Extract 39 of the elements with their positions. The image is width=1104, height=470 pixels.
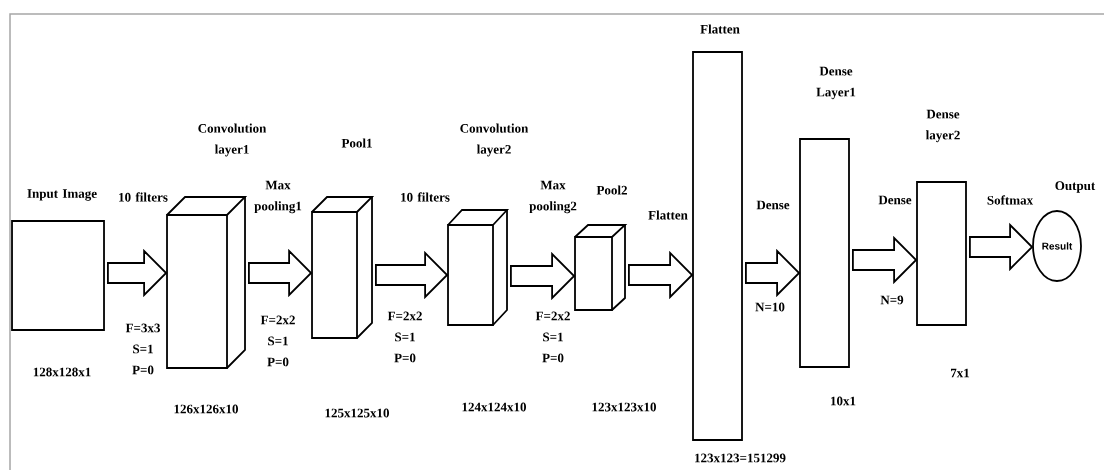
edge-label: Max pooling2 [529, 180, 577, 214]
layer-title: Dense Layer1 [816, 66, 856, 100]
layer-title: Convolution layer1 [198, 123, 267, 157]
block-arrow [248, 248, 313, 298]
size-label: 128x128x1 [33, 367, 91, 377]
layer-title: Dense layer2 [925, 109, 960, 143]
block-arrow [628, 250, 694, 300]
size-label: 126x126x10 [174, 404, 238, 414]
layer-title: Flatten [700, 24, 740, 34]
layer-title: Convolution layer2 [460, 123, 529, 157]
parameter-text: 10 filters [401, 192, 450, 202]
parameter-text: F=2x2 S=1 P=0 [535, 311, 570, 363]
parameter-text: 124x124x10 [462, 402, 526, 412]
parameter-text: 123x123x10 [592, 402, 656, 412]
block-arrow [969, 222, 1034, 272]
block-arrow [375, 250, 449, 300]
layer-title: Pool1 [341, 138, 372, 148]
edge-label: Dense [756, 200, 790, 210]
block-arrow [745, 248, 801, 298]
parameter-text: 10 filters [119, 192, 168, 202]
block-arrow [107, 248, 168, 298]
size-label: 123x123=151299 [695, 453, 786, 463]
edge-label: Softmax [987, 195, 1034, 205]
parameter-text: N=10 [755, 302, 785, 312]
size-label: 7x1 [951, 368, 970, 378]
size-label: 10x1 [831, 396, 856, 406]
edge-label: Max pooling1 [254, 180, 302, 214]
parameter-text: F=2x2 S=1 P=0 [387, 311, 422, 363]
edge-label: Dense [878, 195, 912, 205]
edge-label: Flatten [648, 210, 688, 220]
layer-title: Input Image [27, 189, 97, 201]
parameter-text: F=3x3 S=1 P=0 [125, 323, 160, 375]
parameter-text: F=2x2 S=1 P=0 [260, 315, 295, 367]
block-arrow [510, 251, 576, 301]
parameter-text: N=9 [880, 295, 904, 305]
block-arrow [852, 235, 918, 285]
parameter-text: 125x125x10 [325, 408, 389, 418]
size-label: Output [1055, 181, 1096, 193]
layer-title: Pool2 [596, 185, 627, 195]
